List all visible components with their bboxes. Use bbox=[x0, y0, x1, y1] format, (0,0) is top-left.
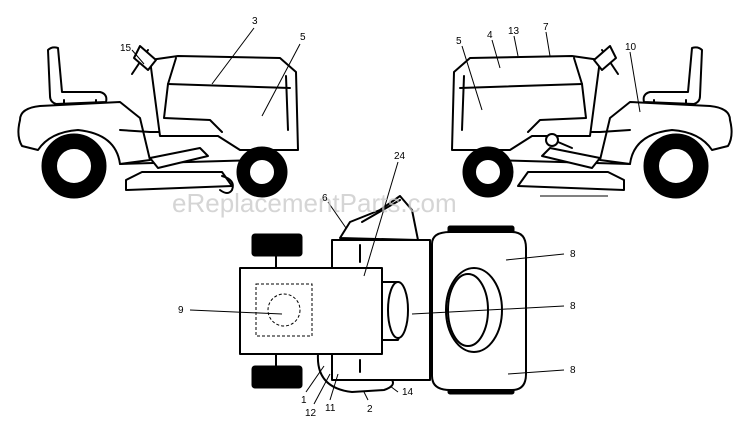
callout-8-middle: 8 bbox=[570, 301, 576, 312]
callout-8-top: 8 bbox=[570, 249, 576, 260]
callout-11: 11 bbox=[325, 403, 336, 414]
callout-8-bottom: 8 bbox=[570, 365, 576, 376]
callout-3: 3 bbox=[252, 16, 258, 27]
leader-lines bbox=[131, 27, 641, 405]
callout-1: 1 bbox=[301, 395, 307, 406]
callout-15: 15 bbox=[120, 43, 132, 54]
callout-5-right: 5 bbox=[456, 36, 462, 47]
right-side-view-tractor bbox=[451, 45, 733, 199]
callout-2: 2 bbox=[367, 404, 373, 415]
callout-14: 14 bbox=[402, 387, 414, 398]
callout-5-left: 5 bbox=[300, 32, 306, 43]
callout-6: 6 bbox=[322, 193, 328, 204]
callout-12: 12 bbox=[305, 408, 317, 419]
watermark-text: eReplacementParts.com bbox=[172, 188, 457, 218]
left-side-view-tractor bbox=[17, 45, 299, 199]
callout-labels: 15 3 5 5 4 13 7 10 24 6 8 8 8 9 1 12 11 … bbox=[120, 16, 637, 419]
callout-13: 13 bbox=[508, 26, 520, 37]
top-view-tractor bbox=[239, 195, 527, 395]
callout-4: 4 bbox=[487, 30, 493, 41]
callout-9: 9 bbox=[178, 305, 184, 316]
callout-7: 7 bbox=[543, 22, 549, 33]
callout-24: 24 bbox=[394, 151, 406, 162]
callout-10: 10 bbox=[625, 42, 637, 53]
